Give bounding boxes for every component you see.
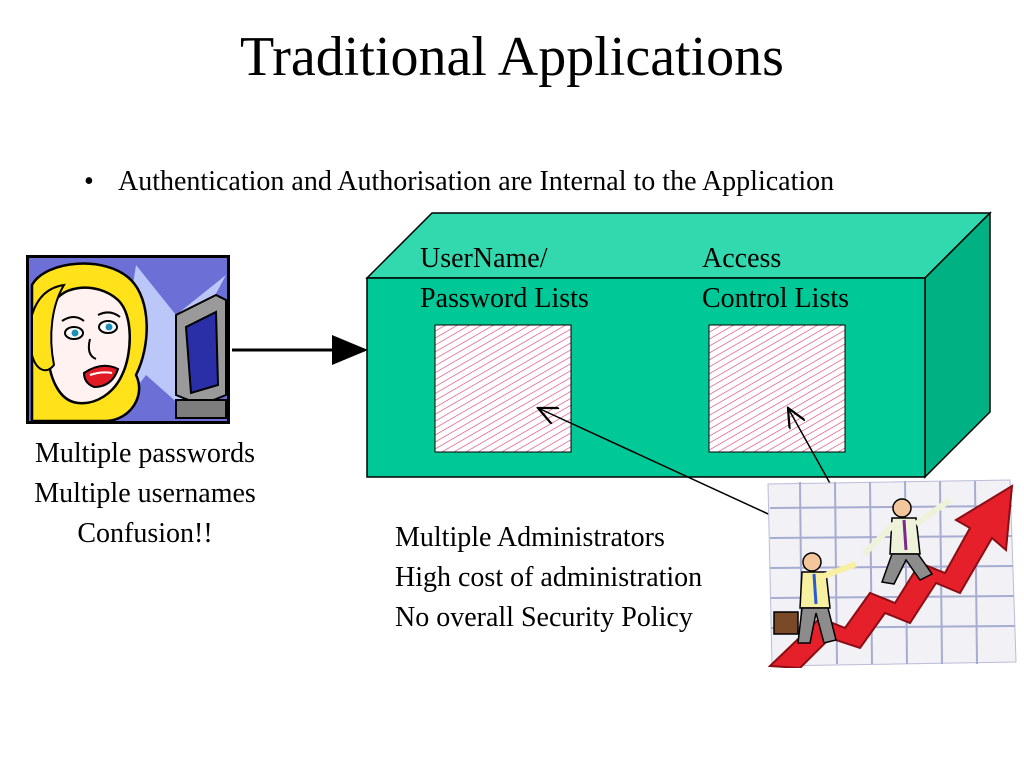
admin-problems-caption: Multiple Administrators High cost of adm… <box>395 518 702 638</box>
caption-line: No overall Security Policy <box>395 602 693 633</box>
user-problems-caption: Multiple passwords Multiple usernames Co… <box>0 434 290 554</box>
caption-line: Multiple Administrators <box>395 522 665 553</box>
admin-to-password-arrow <box>538 408 804 531</box>
password-lists-label-line2: Password Lists <box>420 283 589 314</box>
access-lists-label: Access Control Lists <box>702 239 849 319</box>
confused-woman-at-computer-icon <box>26 255 230 424</box>
bullet-dot: • <box>84 166 94 197</box>
password-lists-label-line1: UserName/ <box>420 243 548 274</box>
caption-line: Confusion!! <box>77 518 213 549</box>
caption-line: Multiple passwords <box>34 438 256 469</box>
slide-title: Traditional Applications <box>240 26 784 88</box>
caption-line: High cost of administration <box>395 562 703 593</box>
access-lists-label-line2: Control Lists <box>702 283 850 314</box>
password-list-store <box>434 324 572 453</box>
people-climbing-rising-arrow-icon <box>767 479 1017 668</box>
access-list-store <box>708 324 846 453</box>
password-lists-label: UserName/ Password Lists <box>420 239 589 319</box>
caption-line: Multiple usernames <box>34 478 256 509</box>
bullet-text: Authentication and Authorisation are Int… <box>118 166 835 197</box>
access-lists-label-line1: Access <box>702 243 782 274</box>
bullet-item: • Authentication and Authorisation are In… <box>84 164 834 200</box>
